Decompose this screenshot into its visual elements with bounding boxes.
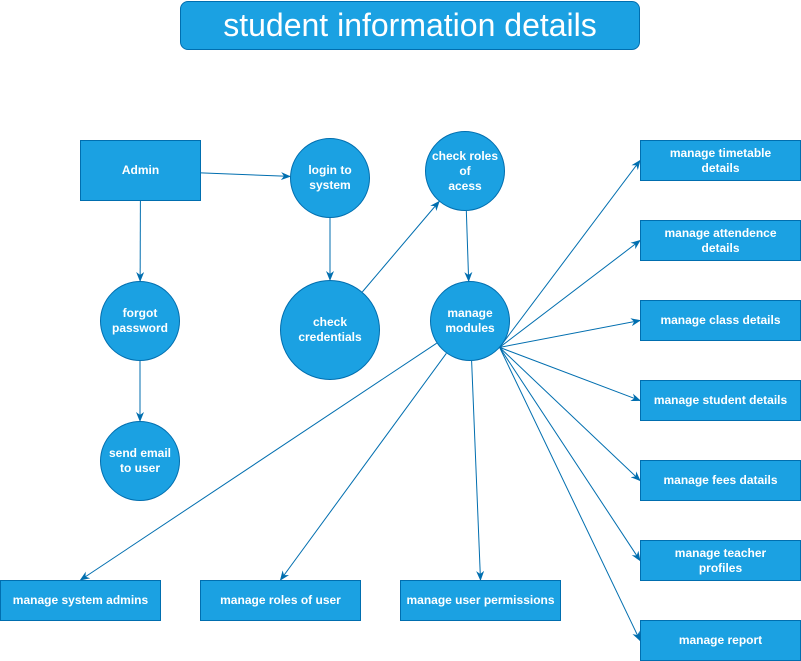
manage-user-permissions-node[interactable]: manage user permissions [400,580,561,621]
edge-manage_modules-to-roles_of_user [279,352,447,581]
manage-timetable-node[interactable]: manage timetable details [640,140,801,181]
edge-manage_modules-to-teacher [499,347,641,562]
manage-modules-node[interactable]: manage modules [430,281,510,361]
check-credentials-node[interactable]: check credentials [280,280,380,380]
admin-node[interactable]: Admin [80,140,201,201]
diagram-title: student information details [180,1,640,50]
edge-manage_modules-to-user_permissions [471,360,485,581]
send-email-node[interactable]: send email to user [100,421,180,501]
manage-system-admins-node[interactable]: manage system admins [0,580,161,621]
edge-check_roles-to-manage_modules [464,210,473,283]
manage-teacher-node[interactable]: manage teacher profiles [640,540,801,581]
edge-manage_modules-to-class [499,318,641,348]
edge-manage_modules-to-fees [499,347,641,482]
manage-attendence-node[interactable]: manage attendence details [640,220,801,261]
manage-fees-node[interactable]: manage fees datails [640,460,801,501]
manage-class-node[interactable]: manage class details [640,300,801,341]
manage-report-node[interactable]: manage report [640,620,801,661]
edge-manage_modules-to-student [499,346,641,402]
edge-manage_modules-to-attendence [499,239,641,348]
edge-manage_modules-to-system_admins [79,342,437,581]
manage-student-node[interactable]: manage student details [640,380,801,421]
forgot-password-node[interactable]: forgot password [100,281,180,361]
login-to-system-node[interactable]: login to system [290,138,370,218]
edge-admin-to-login [200,172,292,181]
edge-manage_modules-to-timetable [499,159,641,348]
edge-check_credentials-to-check_roles [361,200,440,293]
check-roles-node[interactable]: check roles of acess [425,131,505,211]
edge-manage_modules-to-report [499,347,641,642]
manage-roles-of-user-node[interactable]: manage roles of user [200,580,361,621]
